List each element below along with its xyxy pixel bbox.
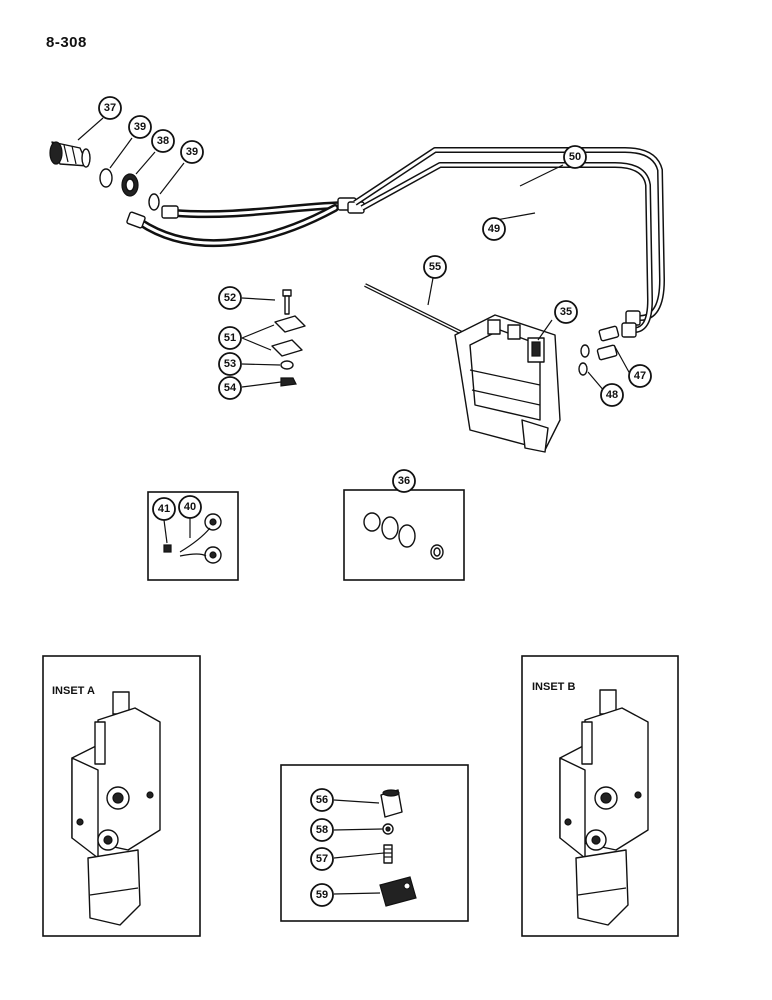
svg-text:56: 56 <box>316 794 328 806</box>
callout-52: 52 <box>218 286 242 310</box>
nut-54 <box>280 377 297 387</box>
clamp-51-upper <box>274 315 306 333</box>
steel-tube-49 <box>360 162 653 334</box>
callout-49: 49 <box>482 217 506 241</box>
o-ring-39b <box>148 193 160 211</box>
svg-text:55: 55 <box>429 261 441 273</box>
page-number: 8-308 <box>46 34 87 51</box>
svg-text:58: 58 <box>316 824 328 836</box>
control-valve-35 <box>454 314 561 453</box>
cover-assembly-40 <box>179 513 222 564</box>
callout-39-ring: 39 <box>128 115 152 139</box>
bolt-52 <box>282 289 292 315</box>
callout-37: 37 <box>98 96 122 120</box>
screw-41 <box>163 544 172 553</box>
callout-59: 59 <box>310 883 334 907</box>
coupler-37 <box>49 141 91 168</box>
inset-a-valve-section <box>71 691 161 926</box>
svg-text:37: 37 <box>104 102 116 114</box>
svg-text:51: 51 <box>224 332 236 344</box>
seal-ring-38 <box>121 173 139 197</box>
callout-39-oring: 39 <box>180 140 204 164</box>
leader-lines <box>77 117 631 895</box>
callout-53: 53 <box>218 352 242 376</box>
detent-kit-box <box>280 764 469 922</box>
svg-text:39: 39 <box>134 121 146 133</box>
lever-59 <box>379 876 417 907</box>
svg-text:49: 49 <box>488 223 500 235</box>
callout-57: 57 <box>310 847 334 871</box>
adapter-fitting-47 <box>596 325 620 361</box>
svg-text:53: 53 <box>224 358 236 370</box>
svg-text:38: 38 <box>157 135 169 147</box>
callout-35: 35 <box>554 300 578 324</box>
svg-text:40: 40 <box>184 501 196 513</box>
hose-lower <box>136 204 339 247</box>
tie-rod-55 <box>364 283 471 339</box>
washer-53 <box>280 360 294 370</box>
svg-text:48: 48 <box>606 389 618 401</box>
callout-56: 56 <box>310 788 334 812</box>
tube-end-nuts <box>621 310 641 338</box>
detent-sleeve-56 <box>380 789 403 818</box>
callout-47: 47 <box>628 364 652 388</box>
svg-text:59: 59 <box>316 889 328 901</box>
seal-kit-36-rings <box>363 512 444 560</box>
ball-58 <box>382 823 394 835</box>
inset-b-label: INSET B <box>532 681 575 693</box>
spring-57 <box>383 844 393 864</box>
svg-text:57: 57 <box>316 853 328 865</box>
o-ring-48 <box>578 344 590 376</box>
svg-text:39: 39 <box>186 146 198 158</box>
inset-a-label: INSET A <box>52 685 95 697</box>
callout-36: 36 <box>392 469 416 493</box>
svg-text:50: 50 <box>569 151 581 163</box>
callout-40: 40 <box>178 495 202 519</box>
inset-b-valve-section <box>559 689 649 926</box>
clamp-51-lower <box>271 339 303 357</box>
svg-text:36: 36 <box>398 475 410 487</box>
o-ring-39a <box>99 168 113 188</box>
callout-58: 58 <box>310 818 334 842</box>
callout-54: 54 <box>218 376 242 400</box>
callout-38: 38 <box>151 129 175 153</box>
svg-text:54: 54 <box>224 382 237 394</box>
svg-text:35: 35 <box>560 306 572 318</box>
callout-50: 50 <box>563 145 587 169</box>
callout-48: 48 <box>600 383 624 407</box>
callout-41: 41 <box>152 497 176 521</box>
svg-text:47: 47 <box>634 370 646 382</box>
steel-tube-50 <box>353 147 665 321</box>
svg-text:52: 52 <box>224 292 236 304</box>
callout-51: 51 <box>218 326 242 350</box>
callout-55: 55 <box>423 255 447 279</box>
svg-text:41: 41 <box>158 503 170 515</box>
